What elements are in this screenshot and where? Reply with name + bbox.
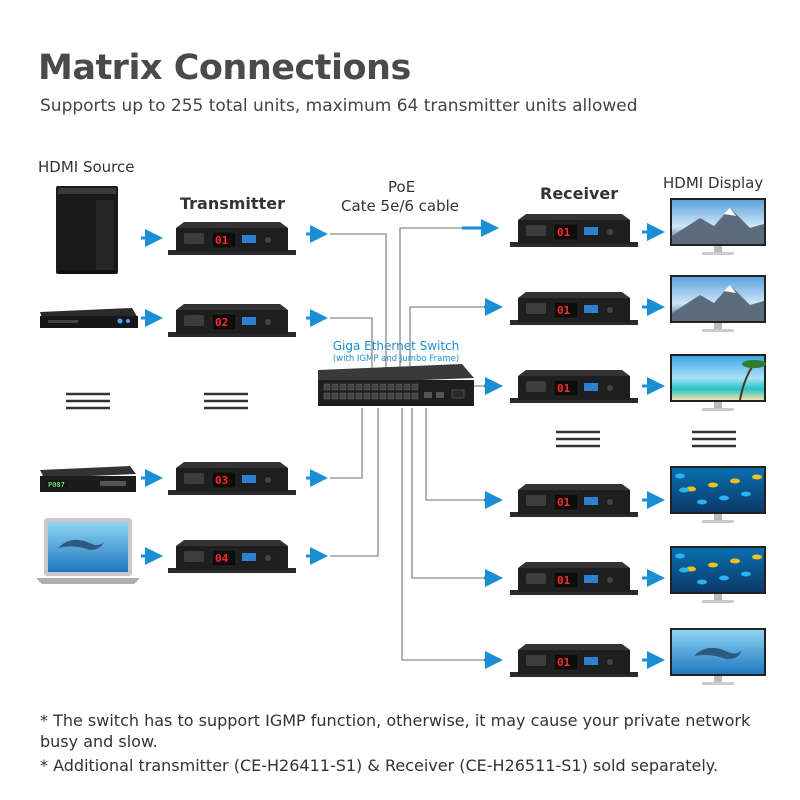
cable-label: Cate 5e/6 cable xyxy=(341,197,460,215)
cable-tx-2 xyxy=(330,317,373,368)
svg-text:P007: P007 xyxy=(48,481,65,489)
id-display: 03 xyxy=(215,474,228,487)
pc-tower-icon xyxy=(56,186,118,274)
receiver-2: 01 xyxy=(510,292,638,325)
id-display: 01 xyxy=(215,234,229,247)
page-subtitle: Supports up to 255 total units, maximum … xyxy=(40,96,638,116)
transmitter-2: 02 xyxy=(168,304,296,337)
ethernet-switch xyxy=(318,364,474,406)
id-display: 01 xyxy=(557,656,571,669)
transmitter-units: 01 02 03 04 xyxy=(168,222,296,573)
id-display: 01 xyxy=(557,496,571,509)
receiver-5: 01 xyxy=(510,562,638,595)
note-igmp: * The switch has to support IGMP functio… xyxy=(40,711,751,751)
receiver-3: 01 xyxy=(510,370,638,403)
transmitter-label: Transmitter xyxy=(180,194,285,213)
switch-subtitle: (with IGMP and Jumbo Frame) xyxy=(332,354,460,364)
cable-rx-4 xyxy=(425,408,492,501)
id-display: 01 xyxy=(557,574,571,587)
laptop-icon xyxy=(36,518,140,584)
cable-network xyxy=(330,227,492,661)
poe-label: PoE xyxy=(388,178,416,196)
receiver-4: 01 xyxy=(510,484,638,517)
cable-rx-2 xyxy=(409,306,492,368)
switch-title: Giga Ethernet Switch xyxy=(332,339,460,353)
display-1 xyxy=(670,198,766,255)
id-display: 01 xyxy=(557,382,571,395)
display-6 xyxy=(670,628,766,685)
receiver-1: 01 xyxy=(510,214,638,247)
display-3 xyxy=(670,354,766,411)
display-2 xyxy=(670,275,766,332)
cable-tx-3 xyxy=(330,408,363,479)
hdmi-display-label: HDMI Display xyxy=(663,174,764,192)
transmitter-1: 01 xyxy=(168,222,296,255)
transmitter-4: 04 xyxy=(168,540,296,573)
display-4 xyxy=(670,466,766,523)
cable-rx-6 xyxy=(401,408,492,661)
cable-rx-5 xyxy=(411,408,492,579)
display-5 xyxy=(670,546,766,603)
id-display: 01 xyxy=(557,304,571,317)
id-display: 04 xyxy=(215,552,229,565)
id-display: 01 xyxy=(557,226,571,239)
note-sold-separately: * Additional transmitter (CE-H26411-S1) … xyxy=(40,756,719,775)
switch-ports xyxy=(323,383,419,400)
cable-rx-1 xyxy=(399,227,492,368)
page-title: Matrix Connections xyxy=(38,48,411,88)
signal-arrows xyxy=(141,219,665,669)
receiver-units: 01 01 01 01 01 01 xyxy=(510,214,638,677)
ellipsis-marks xyxy=(66,392,736,448)
set-top-box-icon: P007 xyxy=(40,466,136,492)
cable-tx-4 xyxy=(330,408,379,557)
transmitter-3: 03 xyxy=(168,462,296,495)
hdmi-source-label: HDMI Source xyxy=(38,158,135,176)
cable-tx-1 xyxy=(330,233,387,368)
dvd-player-icon xyxy=(40,308,138,328)
id-display: 02 xyxy=(215,316,228,329)
switch-label: Giga Ethernet Switch (with IGMP and Jumb… xyxy=(326,340,466,366)
receiver-label: Receiver xyxy=(540,184,619,203)
hdmi-displays xyxy=(670,198,766,685)
receiver-6: 01 xyxy=(510,644,638,677)
